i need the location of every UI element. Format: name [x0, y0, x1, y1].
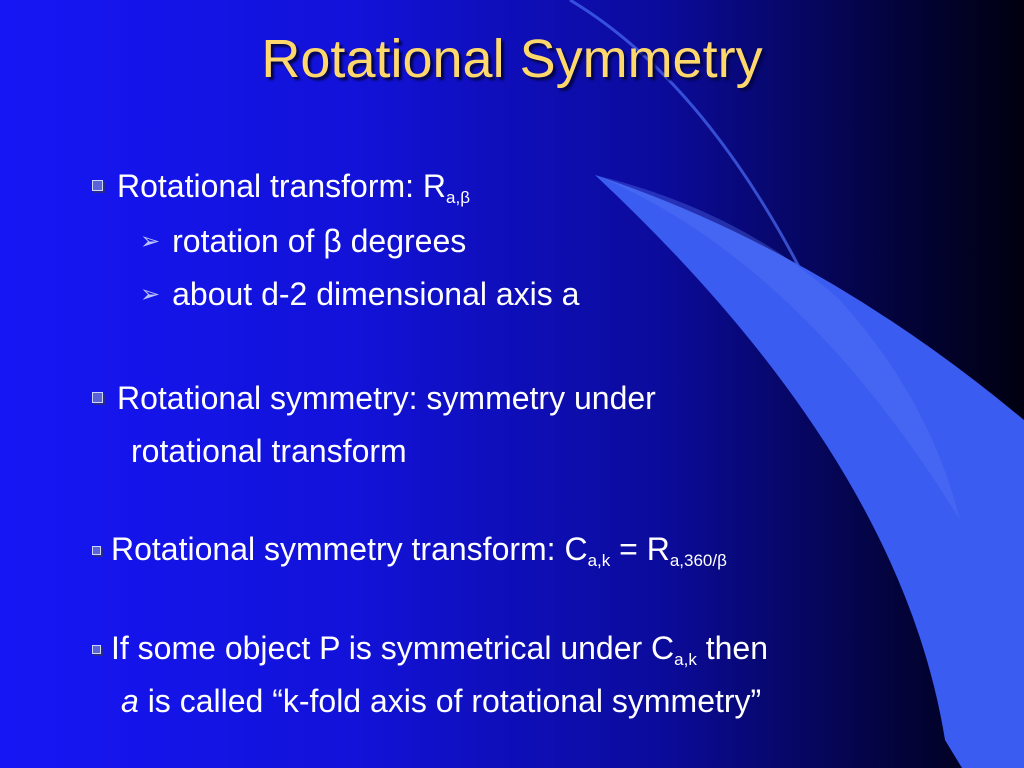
bullet-2-text: Rotational symmetry: symmetry under [117, 380, 656, 416]
bullet-4-continuation-text: is called “k-fold axis of rotational sym… [138, 683, 762, 719]
slide-title: Rotational Symmetry [261, 29, 763, 89]
bullet-2: Rotational symmetry: symmetry under [92, 380, 656, 416]
square-bullet-icon [92, 645, 101, 654]
square-bullet-icon [92, 546, 101, 555]
arrow-bullet-icon: ➢ [140, 281, 161, 308]
bullet-3: Rotational symmetry transform: Ca,k = Ra… [92, 531, 727, 579]
bullet-3-text: Rotational symmetry transform: C [111, 531, 588, 567]
square-bullet-icon [92, 392, 103, 403]
bullet-4-tail: then [696, 630, 769, 666]
bullet-4-text: If some object P is symmetrical under C [111, 630, 675, 666]
bullet-1-text: Rotational transform: R [117, 168, 447, 204]
bullet-3-subscript-1: a,k [587, 551, 611, 570]
sub-bullet-1: ➢ rotation of β degrees [140, 223, 466, 260]
sub-bullet-2-text: about d-2 dimensional axis a [172, 276, 580, 312]
bullet-1-subscript: a,β [446, 188, 470, 207]
bullet-4: If some object P is symmetrical under Ca… [92, 630, 768, 678]
axis-variable: a [121, 683, 139, 719]
square-bullet-icon [92, 180, 103, 191]
bullet-4-subscript: a,k [674, 650, 697, 669]
bullet-2-continuation: rotational transform [131, 433, 407, 469]
bullet-3-subscript-2: a,360/β [669, 551, 727, 570]
arrow-bullet-icon: ➢ [140, 228, 161, 255]
bullet-3-equals: = R [610, 531, 670, 567]
sub-bullet-1-text: rotation of β degrees [172, 223, 467, 259]
sub-bullet-2: ➢ about d-2 dimensional axis a [140, 276, 579, 313]
bullet-1: Rotational transform: Ra,β [92, 168, 470, 216]
swoosh-fill [595, 175, 1024, 768]
bullet-4-continuation: a is called “k-fold axis of rotational s… [121, 683, 761, 719]
